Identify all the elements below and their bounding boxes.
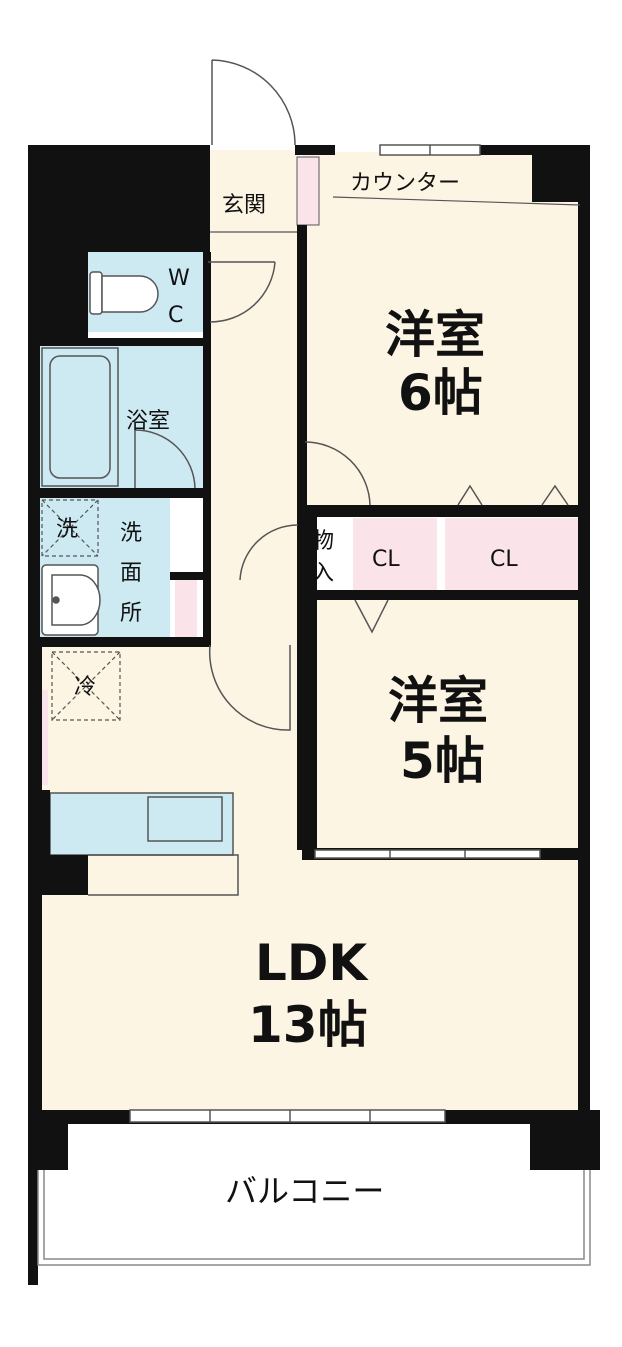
ldk-name: LDK (255, 934, 369, 992)
washroom-label-1: 洗 (120, 521, 142, 546)
bathtub-icon (41, 347, 119, 487)
toilet-icon (89, 271, 159, 315)
floor-counter (333, 152, 533, 197)
sink-icon (147, 796, 223, 842)
floor-corridor (208, 150, 300, 645)
entrance-label: 玄関 (222, 193, 266, 218)
bath-label: 浴室 (126, 409, 170, 434)
balcony-label: バルコニー (225, 1172, 384, 1210)
washroom-label-2: 面 (120, 561, 142, 586)
windows (129, 144, 541, 1123)
wc-label-w: W (168, 266, 190, 291)
western1-size: 6帖 (398, 364, 483, 422)
ldk-wall-shelf (40, 690, 48, 785)
washer-space-icon (41, 499, 99, 557)
western2-size: 5帖 (400, 732, 485, 790)
wc-label-c: C (168, 303, 183, 328)
western2-name: 洋室 (388, 672, 488, 730)
storage-label-1: 物 (312, 529, 334, 554)
storage-label-2: 入 (312, 561, 334, 586)
counter-label: カウンター (350, 171, 460, 196)
washroom-shelf (175, 580, 197, 637)
fridge-label: 冷 (74, 675, 96, 700)
balcony-outline (37, 1170, 591, 1266)
closet-2 (445, 518, 580, 590)
closet-1-label: CL (372, 547, 400, 572)
walls (28, 145, 600, 1285)
washroom-label-3: 所 (120, 601, 142, 626)
closet-2-label: CL (490, 547, 518, 572)
ldk-size: 13帖 (248, 996, 368, 1054)
wash-basin-icon (41, 564, 101, 636)
fridge-space-icon (51, 651, 121, 721)
counter-line (332, 196, 581, 206)
washer-label: 洗 (56, 517, 78, 542)
floor-western1 (303, 152, 580, 507)
western1-name: 洋室 (385, 306, 485, 364)
closet-1 (353, 518, 437, 590)
entrance-shoe-closet (296, 156, 320, 226)
door-swings (88, 59, 569, 896)
